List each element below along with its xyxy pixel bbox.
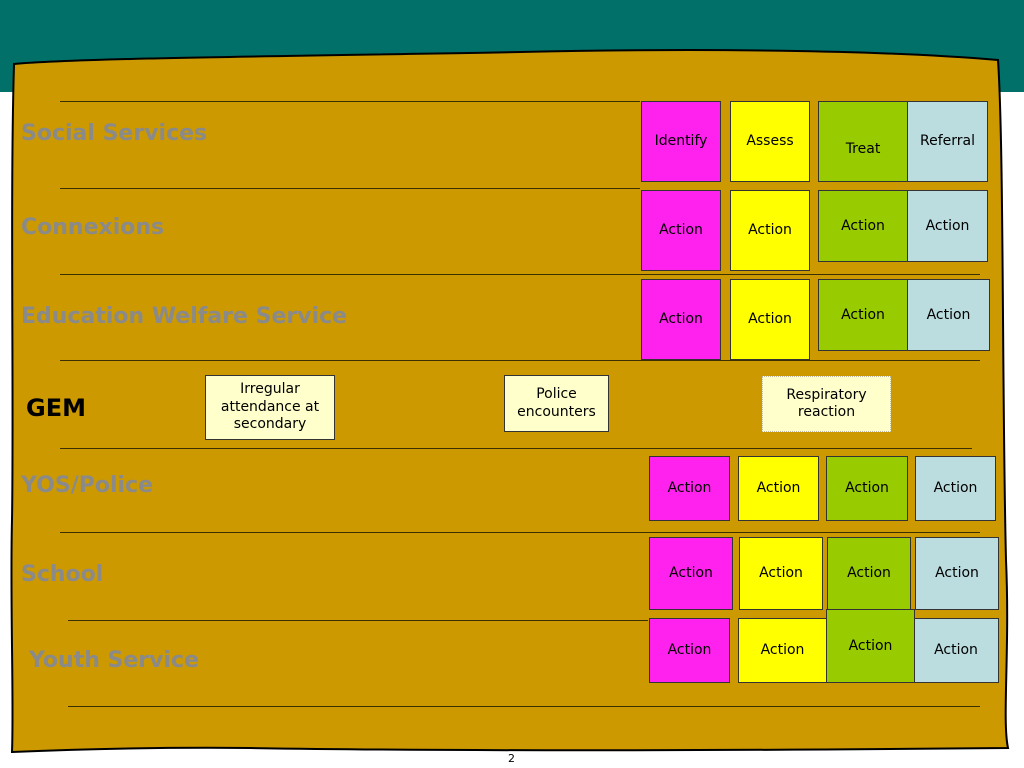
action-box: Action xyxy=(738,618,827,683)
row-label-gem: GEM xyxy=(26,394,86,422)
row-label-education-welfare-service: Education Welfare Service xyxy=(21,304,348,329)
divider-line xyxy=(60,448,972,449)
divider-line xyxy=(60,188,640,189)
action-box: Action xyxy=(915,456,996,521)
divider-line xyxy=(60,101,640,102)
divider-line xyxy=(60,532,980,533)
divider-line xyxy=(68,620,648,621)
divider-line xyxy=(60,360,980,361)
action-box: Action xyxy=(649,618,730,683)
action-box: Action xyxy=(827,537,911,610)
row-label-youth-service: Youth Service xyxy=(29,648,199,673)
action-box: Action xyxy=(641,190,721,271)
action-box: Action xyxy=(641,279,721,360)
referral-box: Referral xyxy=(907,101,988,182)
row-label-school: School xyxy=(21,562,104,587)
action-box: Action xyxy=(739,537,823,610)
action-box: Action xyxy=(649,456,730,521)
divider-line xyxy=(68,706,980,707)
assess-box: Assess xyxy=(730,101,810,182)
note-police-encounters: Police encounters xyxy=(504,375,609,432)
action-box: Action xyxy=(818,190,908,262)
action-box: Action xyxy=(730,279,810,360)
identify-box: Identify xyxy=(641,101,721,182)
action-box: Action xyxy=(907,190,988,262)
action-box: Action xyxy=(818,279,908,351)
note-respiratory-reaction: Respiratory reaction xyxy=(762,376,891,432)
row-label-connexions: Connexions xyxy=(21,215,165,240)
action-box: Action xyxy=(649,537,733,610)
action-box: Action xyxy=(915,537,999,610)
action-box: Action xyxy=(826,609,915,683)
row-label-yos-police: YOS/Police xyxy=(21,473,154,498)
treat-box: Treat xyxy=(818,101,908,182)
action-box: Action xyxy=(730,190,810,271)
action-box: Action xyxy=(907,279,990,351)
action-box: Action xyxy=(826,456,908,521)
page-number: 2 xyxy=(508,752,515,765)
divider-line xyxy=(60,274,980,275)
note-irregular-attendance: Irregular attendance at secondary xyxy=(205,375,335,440)
action-box: Action xyxy=(738,456,819,521)
action-box: Action xyxy=(913,618,999,683)
row-label-social-services: Social Services xyxy=(21,121,208,146)
